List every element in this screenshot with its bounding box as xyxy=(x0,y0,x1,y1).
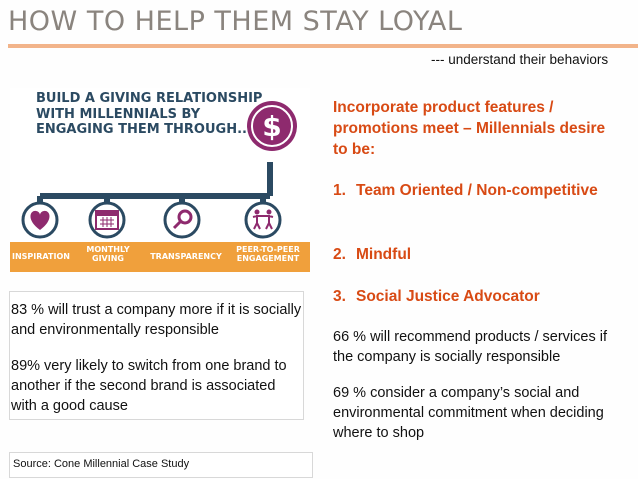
heart-icon xyxy=(21,201,59,239)
stat-switch: 89% very likely to switch from one brand… xyxy=(11,358,287,414)
label-monthly-giving: MONTHLY GIVING xyxy=(86,245,130,263)
stat-trust: 83 % will trust a company more if it is … xyxy=(11,302,302,338)
people-icon xyxy=(244,201,282,239)
infographic-label-bar xyxy=(10,242,310,272)
left-stats-box: 83 % will trust a company more if it is … xyxy=(9,291,304,420)
stat-recommend: 66 % will recommend products / services … xyxy=(333,329,607,365)
infographic-graphics: $ xyxy=(21,101,297,239)
infographic-heading: BUILD A GIVING RELATIONSHIP WITH MILLENN… xyxy=(36,91,263,137)
label-transparency: TRANSPARENCY xyxy=(150,252,222,261)
infographic: BUILD A GIVING RELATIONSHIP WITH MILLENN… xyxy=(10,88,310,272)
list-number: 3. xyxy=(333,288,346,305)
source-box: Source: Cone Millennial Case Study xyxy=(9,452,313,478)
slide-title: HOW TO HELP THEM STAY LOYAL xyxy=(8,6,463,37)
calendar-icon xyxy=(88,201,126,239)
label-inspiration: INSPIRATION xyxy=(12,252,70,261)
title-underline xyxy=(8,44,638,48)
magnifier-icon xyxy=(163,201,201,239)
dollar-icon: $ xyxy=(247,101,297,151)
slide-subtitle: --- understand their behaviors xyxy=(431,52,609,67)
list-text: Mindful xyxy=(356,246,412,263)
svg-text:$: $ xyxy=(262,110,281,143)
source-citation: Source: Cone Millennial Case Study xyxy=(13,458,190,470)
list-number: 2. xyxy=(333,246,346,263)
stat-consider: 69 % consider a company’s social and env… xyxy=(333,385,604,441)
label-peer-to-peer-engagement: PEER-TO-PEER ENGAGEMENT xyxy=(236,245,300,263)
connector-lines xyxy=(37,162,273,206)
list-text: Team Oriented / Non-competitive xyxy=(356,182,598,199)
list-text: Social Justice Advocator xyxy=(356,288,540,305)
list-number: 1. xyxy=(333,182,346,199)
right-heading: Incorporate product features / promotion… xyxy=(333,99,606,158)
